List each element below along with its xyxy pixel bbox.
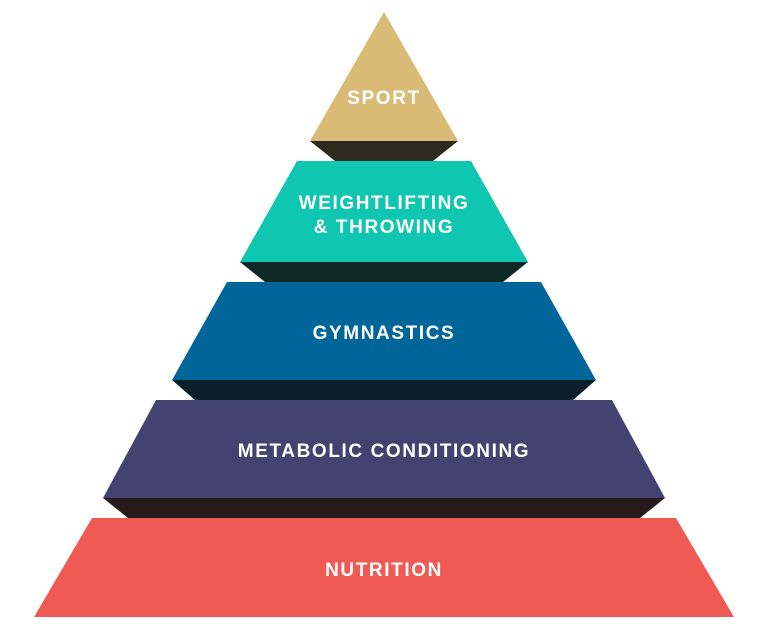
gymnastics-label: GYMNASTICS (313, 323, 456, 344)
pyramid-level-sport: SPORT (310, 12, 458, 161)
gymnastics-block (172, 282, 596, 380)
weightlifting-block (240, 161, 528, 262)
sport-triangle (310, 12, 458, 141)
metabolic-block (103, 400, 665, 498)
weightlifting-shadow (240, 262, 528, 282)
weightlifting-label-line1: WEIGHTLIFTING (299, 193, 470, 214)
pyramid-level-gymnastics: GYMNASTICS (172, 282, 596, 400)
pyramid-level-metabolic-conditioning: METABOLIC CONDITIONING (103, 400, 665, 518)
sport-label: SPORT (347, 88, 420, 109)
nutrition-label: NUTRITION (325, 560, 443, 581)
weightlifting-label-line2: & THROWING (314, 217, 455, 238)
sport-shadow (310, 141, 458, 161)
metabolic-shadow (103, 498, 665, 518)
nutrition-block (34, 518, 734, 617)
pyramid-level-weightlifting: WEIGHTLIFTING & THROWING (240, 161, 528, 282)
gymnastics-shadow (172, 380, 596, 400)
metabolic-label: METABOLIC CONDITIONING (238, 441, 530, 462)
pyramid-level-nutrition: NUTRITION (34, 518, 734, 617)
